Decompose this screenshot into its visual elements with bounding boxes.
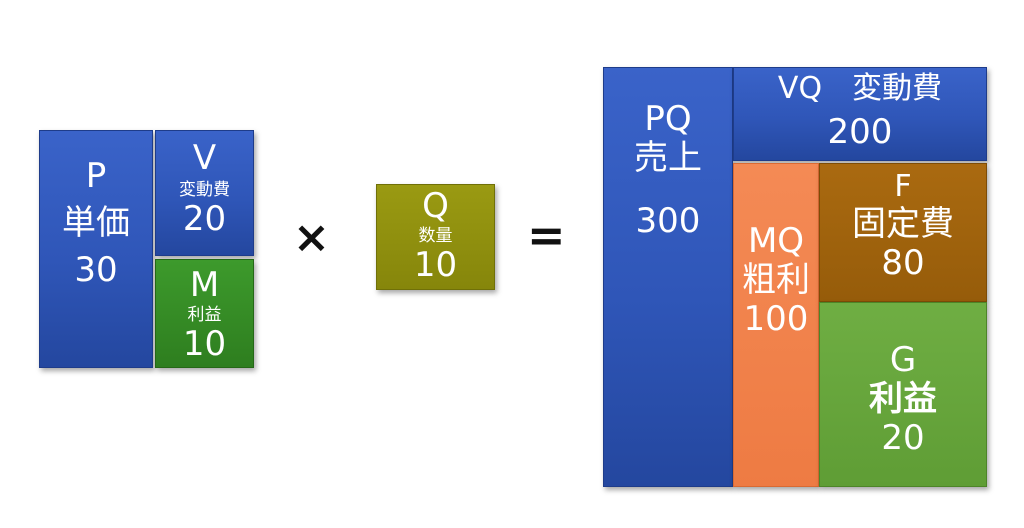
m-profit-box: M 利益 10: [155, 259, 254, 368]
mq-symbol: MQ: [747, 221, 805, 261]
g-value: 20: [881, 418, 925, 459]
m-label: 利益: [187, 305, 222, 326]
pq-symbol: PQ: [644, 99, 692, 139]
q-symbol: Q: [422, 186, 449, 226]
v-variable-cost-box: V 変動費 20: [155, 130, 254, 256]
p-value: 30: [74, 250, 118, 291]
f-label: 固定費: [852, 203, 954, 244]
f-value: 80: [881, 242, 925, 283]
p-unit-price-box: P 単価 30: [39, 130, 153, 368]
g-symbol: G: [889, 340, 917, 380]
m-value: 10: [182, 324, 227, 365]
p-symbol: P: [85, 156, 107, 196]
pq-value: 300: [635, 201, 701, 242]
multiply-sign: ×: [293, 212, 330, 263]
g-label: 利益: [869, 379, 937, 420]
equals-sign: =: [527, 208, 566, 262]
mq-label: 粗利: [742, 260, 810, 301]
v-symbol: V: [192, 138, 217, 178]
m-symbol: M: [189, 265, 220, 305]
q-quantity-box: Q 数量 10: [376, 184, 495, 290]
vq-label: 変動費: [852, 71, 943, 106]
vq-variable-cost-box: VQ 変動費 200: [733, 67, 987, 161]
f-fixed-cost-box: F 固定費 80: [819, 163, 987, 302]
f-symbol: F: [894, 169, 912, 204]
g-profit-box: G 利益 20: [819, 302, 987, 487]
v-value: 20: [182, 199, 227, 240]
vq-value: 200: [827, 111, 893, 152]
mq-value: 100: [743, 299, 809, 340]
mq-gross-profit-box: MQ 粗利 100: [733, 163, 819, 487]
pq-sales-box: PQ 売上 300: [603, 67, 733, 487]
v-label: 変動費: [179, 180, 230, 201]
vq-symbol: VQ: [777, 71, 823, 106]
q-label: 数量: [418, 226, 453, 247]
q-value: 10: [413, 245, 458, 286]
p-label: 単価: [62, 203, 130, 244]
pq-label: 売上: [634, 138, 702, 179]
